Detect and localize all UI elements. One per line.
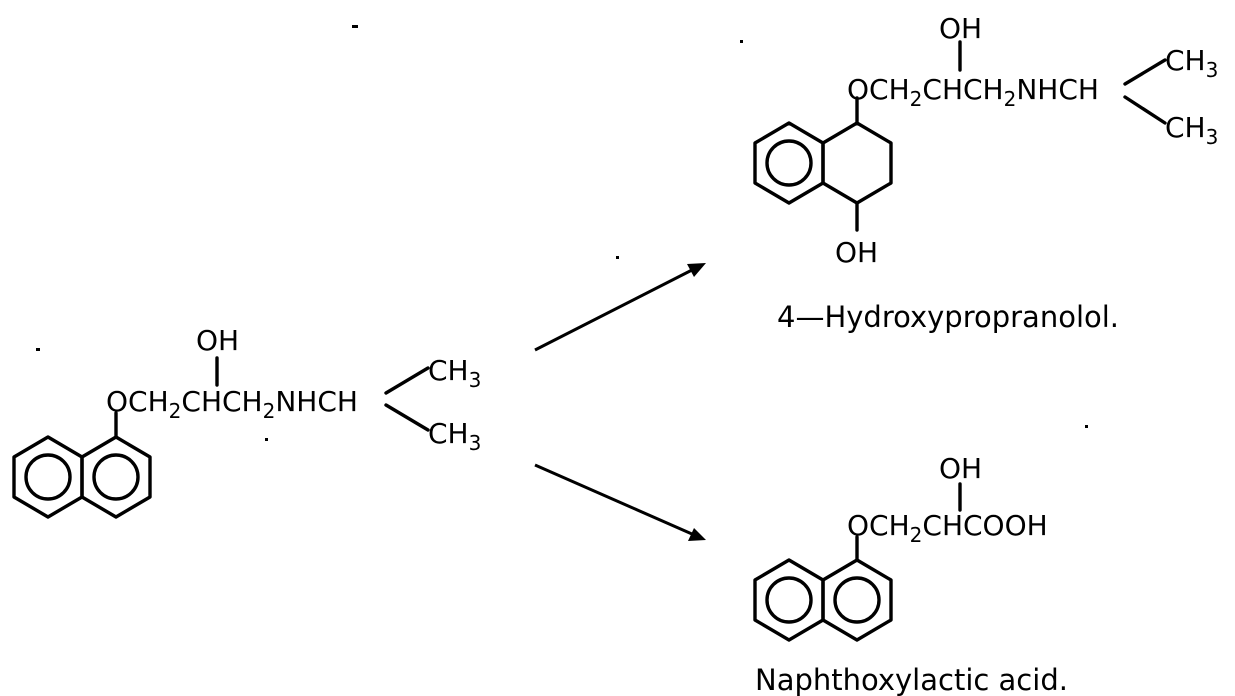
product-b-chain-label: OCH2CHCOOH (847, 509, 1048, 547)
product-a-ch3-top-bond (1123, 58, 1167, 86)
arrow-to-hydroxypropranolol (534, 263, 706, 352)
product-a-naphthalene-ring (753, 121, 893, 205)
product-b-subscript: 2 (910, 523, 923, 547)
product-b-name: Naphthoxylactic acid. (755, 663, 1068, 696)
reactant-chch-label: CHCH (181, 385, 262, 418)
product-b-ch-label: CH (869, 509, 910, 542)
product-a-oh-label: OH (939, 12, 982, 45)
product-a-subscript: 3 (1206, 125, 1219, 149)
reactant-ch-label: CH (128, 385, 169, 418)
reactant-ch-label: CH (428, 417, 469, 450)
reactant-ch3-top-label: CH3 (428, 354, 481, 392)
product-a-chch-label: CHCH (922, 73, 1003, 106)
reactant-nhch-label: NHCH (275, 385, 358, 418)
product-a-chain-label: OCH2CHCH2NHCH (847, 73, 1099, 111)
product-a-ch-label: CH (869, 73, 910, 106)
product-b-naphthalene-ring (753, 558, 893, 642)
product-naphthoxylactic-acid: OH OCH2CHCOOH Naphthoxylactic acid. (753, 452, 1068, 696)
reactant-ch-label: CH (428, 354, 469, 387)
product-a-o-label: O (847, 73, 869, 106)
product-a-ch3-bottom-label: CH3 (1165, 111, 1218, 149)
product-a-ch3-bottom-bond (1123, 95, 1167, 125)
product-a-ch-label: CH (1165, 44, 1206, 77)
reactant-chain-label: OCH2CHCH2NHCH (106, 385, 358, 423)
reactant-subscript: 2 (263, 399, 276, 423)
product-a-subscript: 2 (1004, 87, 1017, 111)
product-a-name: 4—Hydroxypropranolol. (777, 300, 1119, 334)
product-a-ring-oh-label: OH (835, 236, 878, 269)
reactant-propranolol: OH OCH2CHCH2NHCH CH3 CH3 (12, 324, 481, 519)
scan-speckles (36, 25, 1088, 441)
product-a-subscript: 2 (910, 87, 923, 111)
reactant-ch3-top-bond (384, 366, 430, 395)
reactant-ch3-bottom-label: CH3 (428, 417, 481, 455)
reactant-subscript: 2 (169, 399, 182, 423)
reactant-oh-label: OH (196, 324, 239, 357)
reactant-subscript: 3 (469, 368, 482, 392)
product-b-oh-label: OH (939, 452, 982, 485)
reactant-subscript: 3 (469, 431, 482, 455)
reactant-o-label: O (106, 385, 128, 418)
product-b-chcooh-label: CHCOOH (922, 509, 1047, 542)
product-a-subscript: 3 (1206, 58, 1219, 82)
product-a-ch3-top-label: CH3 (1165, 44, 1218, 82)
reactant-ch3-bottom-bond (384, 403, 430, 432)
product-hydroxypropranolol: OH OCH2CHCH2NHCH CH3 CH3 OH 4—Hydroxypro… (753, 12, 1218, 334)
product-a-nhch-label: NHCH (1016, 73, 1099, 106)
product-a-ch-label: CH (1165, 111, 1206, 144)
arrow-to-naphthoxylactic-acid (534, 463, 706, 541)
reactant-naphthalene-ring (12, 435, 152, 519)
product-b-o-label: O (847, 509, 869, 542)
